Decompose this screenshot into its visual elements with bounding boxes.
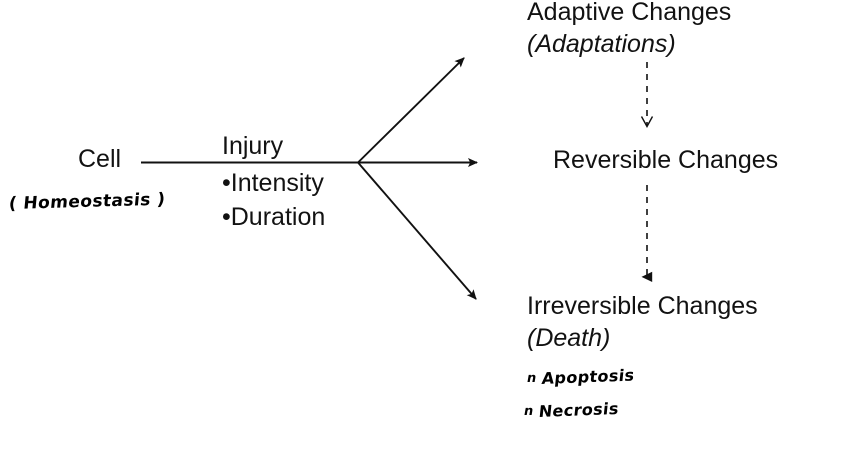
irreversible-changes-label: Irreversible Changes — [527, 292, 758, 320]
handwritten-item-necrosis-text: Necrosis — [537, 398, 620, 421]
homeostasis-note: ( Homeostasis ) — [8, 190, 166, 214]
adaptive-changes-label: Adaptive Changes — [527, 0, 732, 26]
death-sublabel: (Death) — [527, 324, 611, 352]
injury-label: Injury — [222, 132, 284, 160]
cell-label: Cell — [78, 145, 122, 173]
injury-factor-duration: •Duration — [222, 203, 326, 231]
homeostasis-note-text: ( Homeostasis ) — [7, 189, 167, 214]
handwritten-bullet-icon: n — [525, 371, 538, 386]
adaptations-sublabel: (Adaptations) — [527, 30, 676, 58]
branch-arrow-down — [357, 161, 477, 300]
reversible-changes-label: Reversible Changes — [553, 146, 779, 174]
handwritten-item-apoptosis-text: Apoptosis — [540, 365, 635, 388]
branch-arrow-up — [357, 57, 465, 164]
injury-factor-intensity: •Intensity — [222, 169, 324, 197]
handwritten-bullet-icon-2: n — [522, 404, 535, 419]
